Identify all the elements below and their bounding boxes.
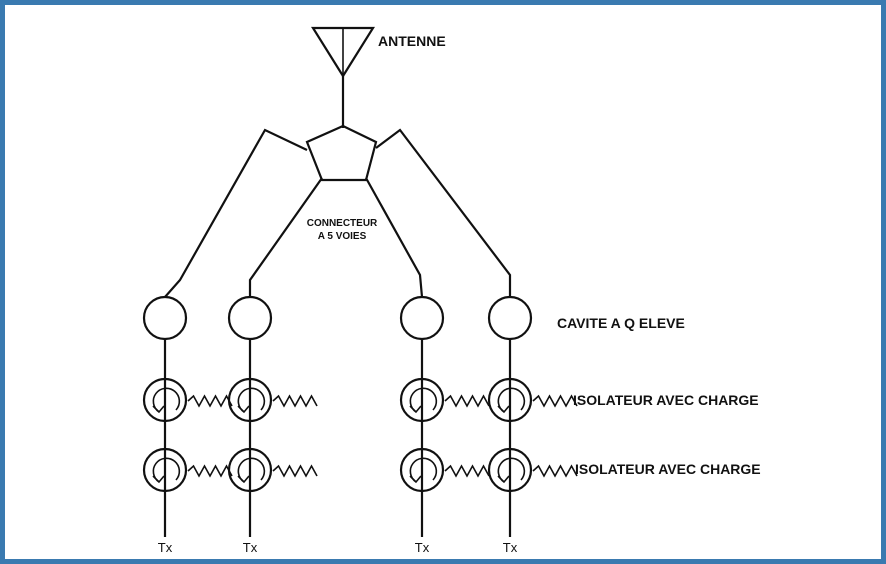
isolator-lower-4 [487, 447, 578, 493]
feed-lines [164, 128, 512, 298]
cavity-circle [142, 295, 188, 341]
circulator-arrow [152, 457, 181, 483]
isolator-lower-3 [399, 447, 490, 493]
isolator-circle [142, 377, 188, 423]
cavity-circle [487, 295, 533, 341]
diagram-canvas: ANTENNE CONNECTEUR A 5 VOIES CAVITE A Q … [142, 26, 761, 555]
circulator-arrow [152, 387, 181, 413]
arrow-head [497, 405, 510, 414]
isolator-circle [487, 377, 533, 423]
circulator-arrow [409, 457, 438, 483]
isolator-lower-label: ISOLATEUR AVEC CHARGE [575, 461, 761, 477]
isolator-lower-1 [142, 447, 233, 493]
load-resistor [187, 464, 233, 478]
arrow-head [409, 405, 422, 414]
load-resistor [444, 464, 490, 478]
isolator-upper-2 [227, 377, 318, 423]
tx-label-1: Tx [158, 540, 173, 555]
arrow-head [152, 405, 165, 414]
antenna-label: ANTENNE [378, 33, 446, 49]
tx-label-2: Tx [243, 540, 258, 555]
cavity-label: CAVITE A Q ELEVE [557, 315, 685, 331]
isolator-circle [227, 377, 273, 423]
branch-3 [399, 295, 445, 537]
arrow-head [409, 475, 422, 484]
isolator-upper-4 [487, 377, 578, 423]
load-resistor [444, 394, 490, 408]
isolator-upper-1 [142, 377, 233, 423]
load-resistor [272, 464, 318, 478]
circulator-arrow [237, 387, 266, 413]
isolator-lower-2 [227, 447, 318, 493]
branch-1 [142, 295, 188, 537]
arrow-head [152, 475, 165, 484]
circulator-arrow [497, 457, 526, 483]
connector-label-line2: A 5 VOIES [318, 231, 367, 242]
isolator-upper-label: ISOLATEUR AVEC CHARGE [573, 392, 759, 408]
isolator-circle [399, 377, 445, 423]
circulator-arrow [497, 387, 526, 413]
tx-label-4: Tx [503, 540, 518, 555]
load-resistor [532, 394, 578, 408]
load-resistor [532, 464, 578, 478]
connector-label-line1: CONNECTEUR [307, 218, 378, 229]
circulator-arrow [409, 387, 438, 413]
branch-2 [227, 295, 273, 537]
isolator-upper-3 [399, 377, 490, 423]
cavity-circle [227, 295, 273, 341]
isolator-circle [487, 447, 533, 493]
branch-4 [487, 295, 533, 537]
arrow-head [237, 405, 250, 414]
isolator-circle [142, 447, 188, 493]
isolator-circle [399, 447, 445, 493]
branches [142, 295, 578, 537]
cavity-circle [399, 295, 445, 341]
load-resistor [272, 394, 318, 408]
arrow-head [497, 475, 510, 484]
load-resistor [187, 394, 233, 408]
connector-pentagon [305, 124, 378, 182]
tx-label-3: Tx [415, 540, 430, 555]
arrow-head [237, 475, 250, 484]
circulator-arrow [237, 457, 266, 483]
isolator-circle [227, 447, 273, 493]
antenna-symbol [311, 26, 375, 128]
